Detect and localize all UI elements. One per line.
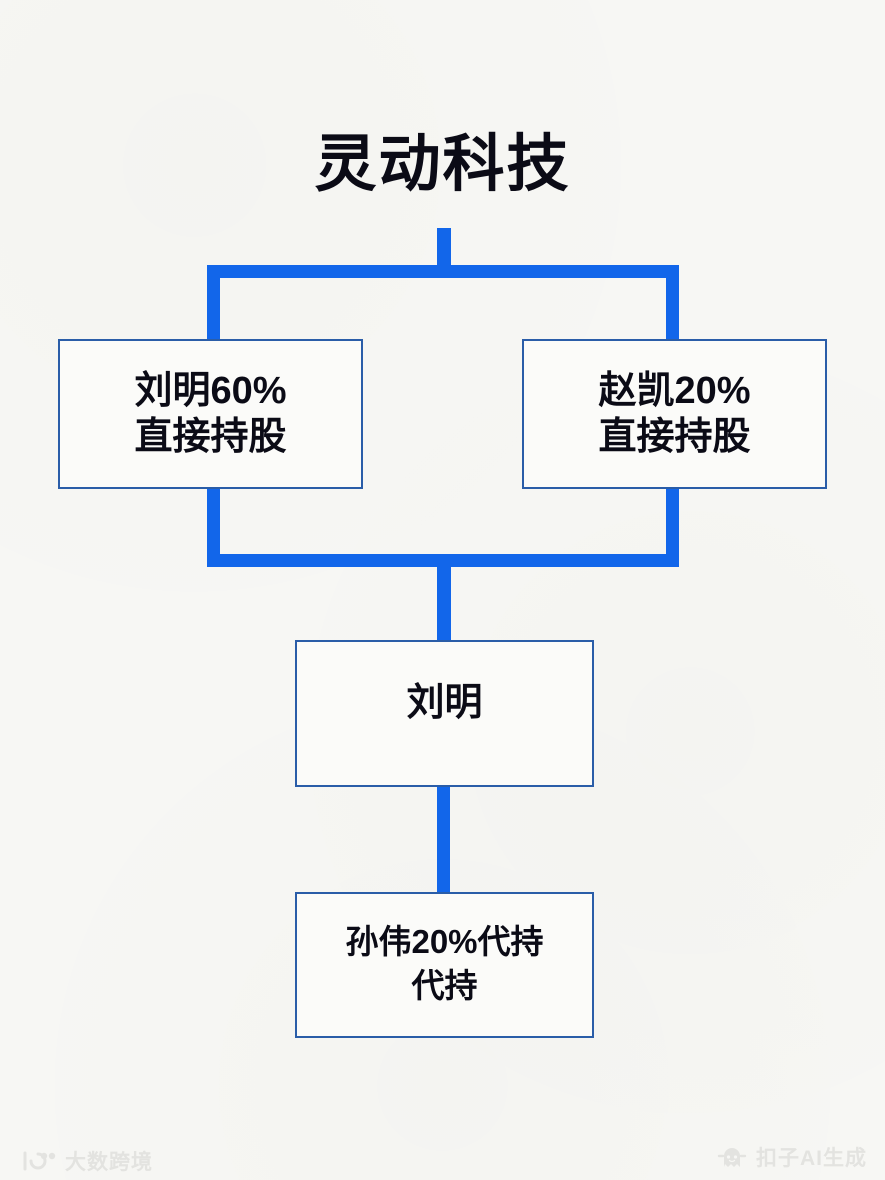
- watermark-kouzi-ai: 扣子AI生成: [717, 1142, 867, 1172]
- node-liuming[interactable]: 刘明: [295, 640, 594, 787]
- connector-title-stem: [437, 228, 451, 273]
- node-line: 刘明60%: [134, 370, 287, 412]
- connector-rise-right: [666, 482, 679, 567]
- node-zhaokai-direct[interactable]: 赵凯20% 直接持股: [522, 339, 827, 489]
- node-line: 直接持股: [598, 416, 751, 458]
- watermark-label: 扣子AI生成: [756, 1147, 867, 1170]
- node-line: 赵凯20%: [598, 370, 751, 412]
- node-line: 直接持股: [134, 416, 287, 458]
- connector-rise-left: [207, 482, 220, 567]
- connector-stem-to-liuming: [437, 560, 451, 648]
- connector-drop-right: [666, 265, 679, 347]
- watermark-dashukuajing: 大数跨境: [22, 1146, 153, 1176]
- watermark-label: 大数跨境: [65, 1151, 153, 1174]
- logo-icon: [22, 1150, 56, 1172]
- ghost-mascot-icon: [717, 1144, 747, 1170]
- connector-drop-left: [207, 265, 220, 347]
- node-liuming-direct[interactable]: 刘明60% 直接持股: [58, 339, 363, 489]
- node-line: 代持: [411, 967, 478, 1004]
- connector-stem-to-sunwei: [437, 780, 450, 898]
- node-line: 孙伟20%代持: [345, 923, 544, 960]
- page-title: 灵动科技: [314, 130, 571, 199]
- connector-top-bus: [207, 265, 679, 278]
- node-sunwei[interactable]: 孙伟20%代持 代持: [295, 892, 594, 1038]
- node-line: 刘明: [406, 682, 483, 724]
